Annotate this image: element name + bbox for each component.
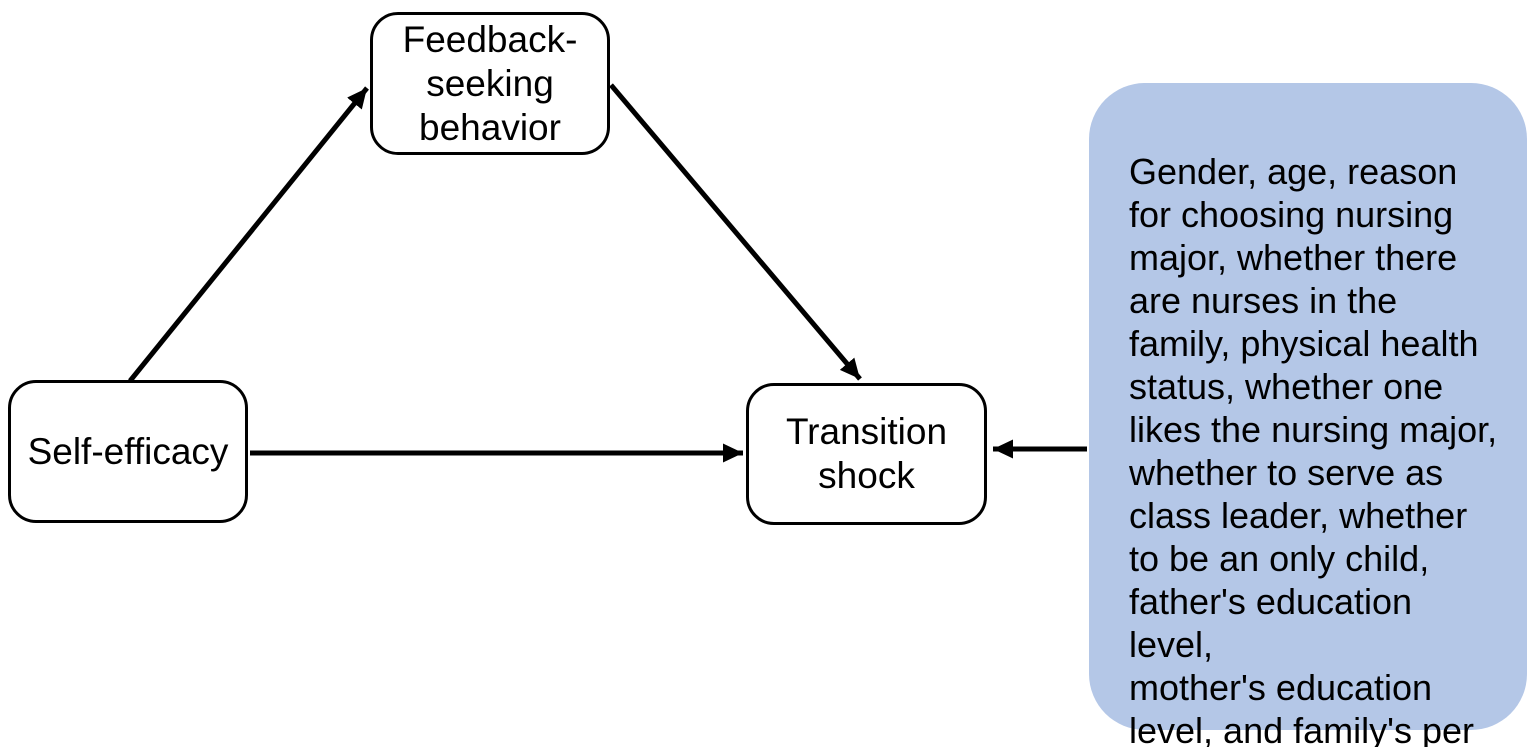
node-transition-shock: Transition shock — [746, 383, 987, 525]
node-transition-shock-label: Transition shock — [785, 411, 948, 496]
covariates-note-box: Gender, age, reason for choosing nursing… — [1089, 83, 1527, 747]
node-self-efficacy: Self-efficacy — [8, 380, 248, 523]
arrow-self-efficacy-to-feedback — [128, 86, 369, 383]
arrow-feedback-to-transition — [609, 83, 862, 381]
node-self-efficacy-label: Self-efficacy — [27, 430, 229, 472]
node-feedback-label: Feedback- seeking behavior — [402, 18, 578, 148]
covariates-note-text: Gender, age, reason for choosing nursing… — [1129, 151, 1498, 747]
node-feedback-seeking-behavior: Feedback- seeking behavior — [370, 12, 610, 155]
